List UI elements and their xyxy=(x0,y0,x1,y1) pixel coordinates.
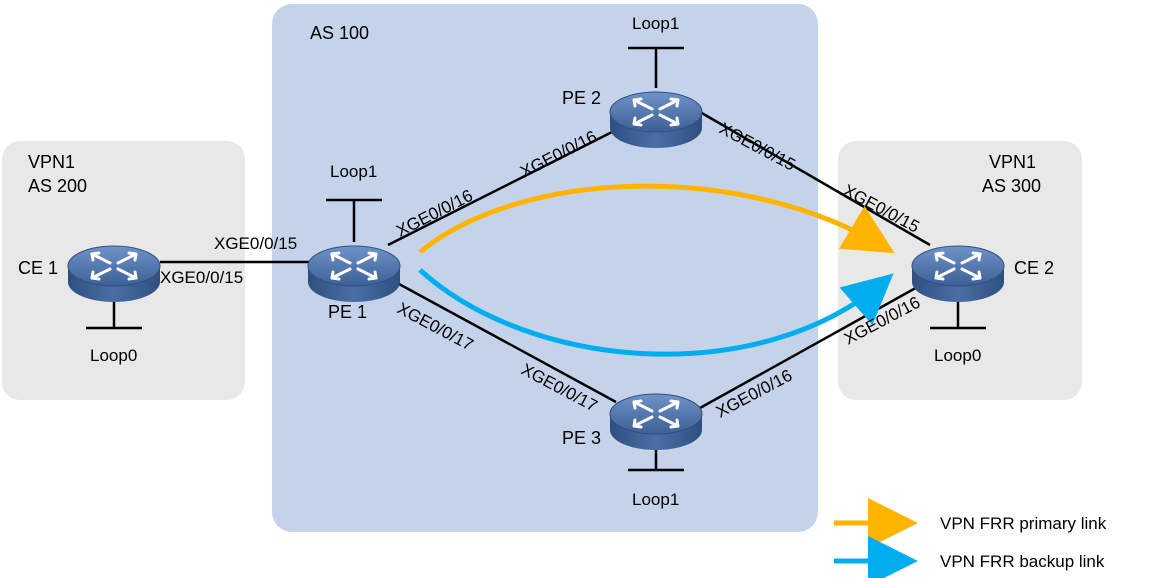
loop-pe2-label: Loop1 xyxy=(632,14,679,33)
device-ce2-name: CE 2 xyxy=(1014,258,1054,278)
device-pe2-name: PE 2 xyxy=(562,88,601,108)
frr-primary-path xyxy=(418,183,895,254)
device-pe3-name: PE 3 xyxy=(562,428,601,448)
device-pe1-name: PE 1 xyxy=(328,302,367,322)
loop-pe1-label: Loop1 xyxy=(330,162,377,181)
frr-backup-path xyxy=(418,268,894,357)
loop-pe3-label: Loop1 xyxy=(632,490,679,509)
device-ce1-name: CE 1 xyxy=(18,258,58,278)
link-pe1-pe3 xyxy=(387,276,617,404)
link-pe1-pe2 xyxy=(387,128,617,247)
region-vpn1-right-line2: AS 300 xyxy=(982,176,1041,196)
legend-primary-label: VPN FRR primary link xyxy=(940,514,1107,533)
router-pe1-icon xyxy=(306,244,402,302)
intf-ce1-pe1: XGE0/0/15 xyxy=(160,268,243,287)
loop-ce1-label: Loop0 xyxy=(90,346,137,365)
loop-ce2-label: Loop0 xyxy=(934,346,981,365)
region-vpn1-left-line2: AS 200 xyxy=(28,176,87,196)
router-pe3-icon xyxy=(608,392,704,450)
region-vpn1-right-line1: VPN1 xyxy=(989,152,1036,172)
router-ce1-icon xyxy=(66,244,162,302)
router-ce2-icon xyxy=(910,244,1006,302)
intf-pe1-ce1: XGE0/0/15 xyxy=(214,234,297,253)
legend-backup-label: VPN FRR backup link xyxy=(940,552,1105,571)
router-pe2-icon xyxy=(608,90,704,148)
region-vpn1-left-line1: VPN1 xyxy=(28,152,75,172)
region-as100-label: AS 100 xyxy=(310,23,369,43)
